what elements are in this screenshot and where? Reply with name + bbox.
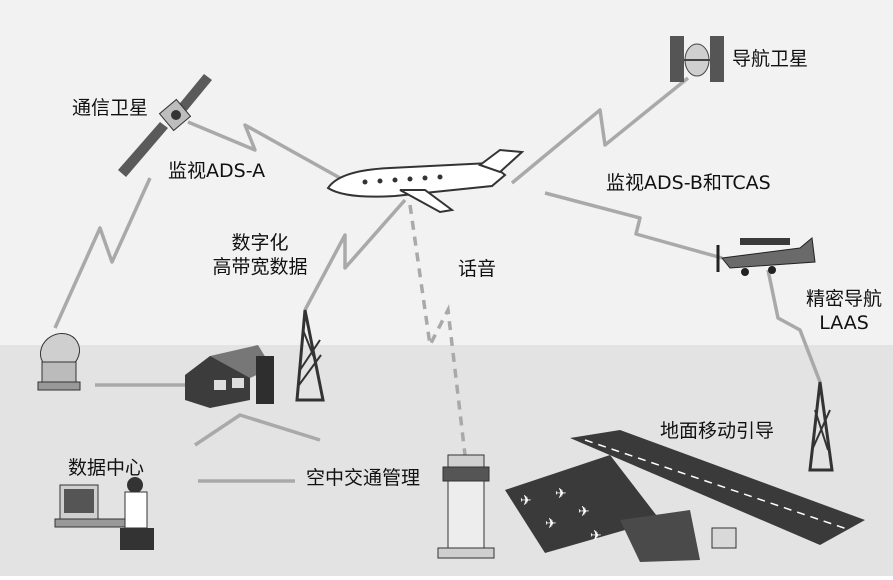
- svg-text:✈: ✈: [578, 504, 590, 520]
- antenna-tower-icon: [808, 381, 834, 472]
- label-nav-satellite: 导航卫星: [732, 48, 809, 70]
- satellite-dish-icon: [37, 332, 81, 391]
- link-building-atm: [194, 413, 321, 447]
- propeller-aircraft-icon: [716, 237, 816, 276]
- runway: [570, 430, 865, 545]
- link-voice: [408, 204, 467, 456]
- label-precision-nav-line1: 精密导航: [805, 288, 882, 310]
- link-commsat-jet: [187, 120, 341, 180]
- svg-text:✈: ✈: [520, 493, 532, 509]
- label-surveillance-ads-b-tcas: 监视ADS-B和TCAS: [606, 172, 771, 194]
- computer-workstation-icon: [54, 477, 154, 550]
- link-prop-tower: [766, 269, 822, 383]
- svg-text:✈: ✈: [555, 486, 567, 502]
- apron: [505, 455, 660, 553]
- label-comm-satellite: 通信卫星: [72, 97, 149, 119]
- label-digital-broadband: 数字化 高带宽数据: [190, 232, 330, 280]
- label-digital-broadband-line1: 数字化: [231, 232, 289, 254]
- control-tower-icon: [437, 454, 495, 559]
- svg-text:✈: ✈: [590, 528, 602, 544]
- svg-text:✈: ✈: [545, 516, 557, 532]
- links: [53, 76, 822, 483]
- gps-satellite-icon: [670, 36, 724, 82]
- label-precision-nav-line2: LAAS: [819, 311, 869, 334]
- building-icon: [185, 345, 274, 408]
- link-jet-tower: [303, 198, 407, 311]
- jet-aircraft-icon: [326, 148, 525, 214]
- label-data-center: 数据中心: [68, 457, 145, 479]
- label-ground-guidance: 地面移动引导: [660, 420, 775, 442]
- satellite-icon: [118, 74, 212, 177]
- label-voice: 话音: [458, 258, 497, 280]
- link-jet-prop: [544, 191, 723, 260]
- antenna-tower-icon: [295, 309, 325, 402]
- parked-aircraft: ✈ ✈ ✈ ✈ ✈: [520, 486, 602, 544]
- label-surveillance-ads-a: 监视ADS-A: [168, 160, 266, 182]
- airport-area: ✈ ✈ ✈ ✈ ✈: [505, 430, 865, 562]
- label-atm: 空中交通管理: [306, 467, 421, 489]
- label-digital-broadband-line2: 高带宽数据: [212, 255, 308, 278]
- link-jet-navsat: [510, 76, 690, 185]
- link-dish-commsat: [53, 177, 152, 329]
- label-precision-nav: 精密导航 LAAS: [798, 288, 890, 336]
